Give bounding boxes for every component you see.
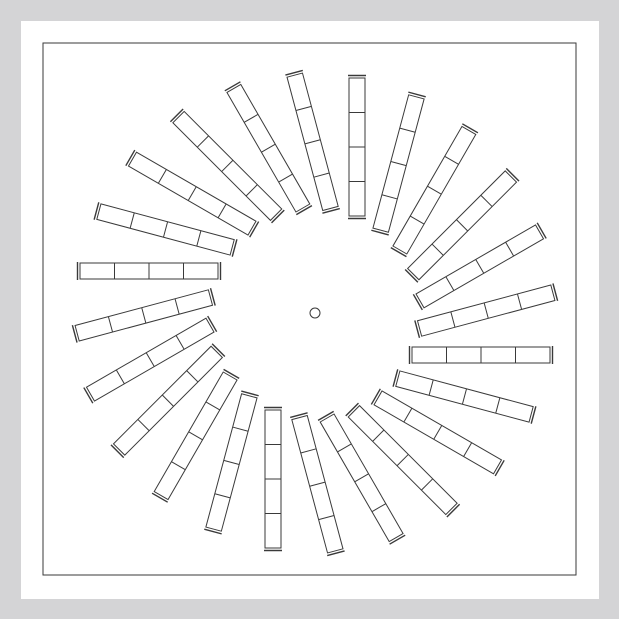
diagram-panel [21,21,599,599]
blade [410,346,553,364]
center-hub [310,308,320,318]
blade [348,76,366,219]
swirl-diffuser-drawing [21,21,599,599]
blade [78,262,221,280]
blade [264,408,282,551]
